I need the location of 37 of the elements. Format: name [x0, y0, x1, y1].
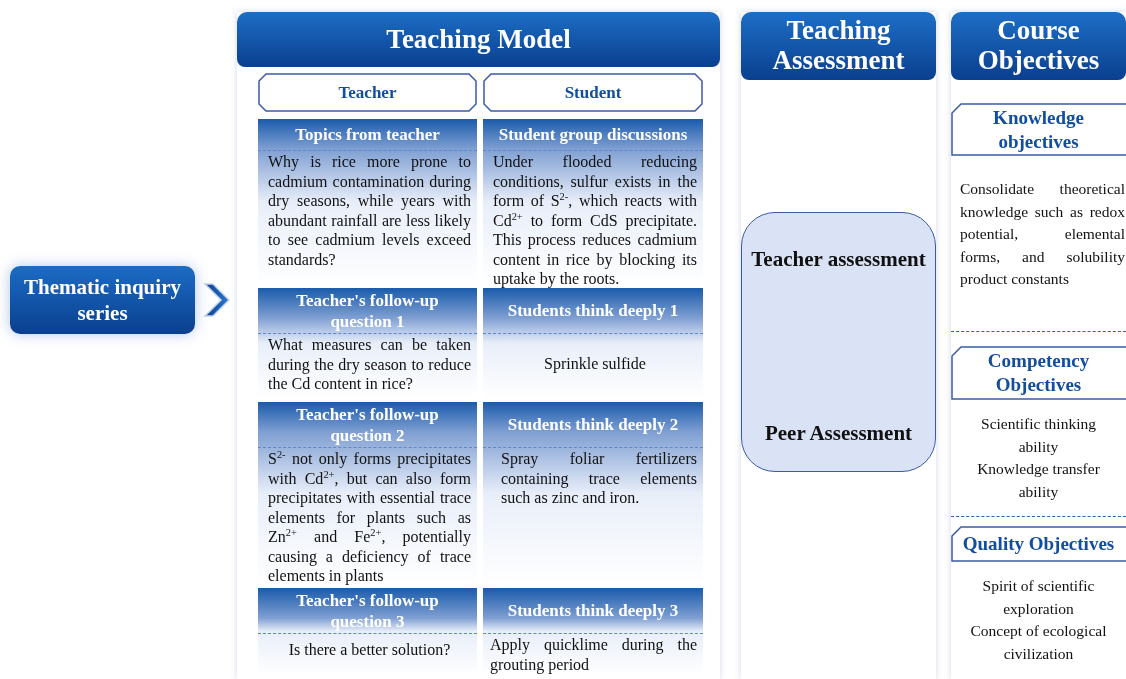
card-text: Is there a better solution?	[287, 640, 452, 660]
column-panel	[741, 12, 936, 679]
column-panel	[237, 12, 720, 679]
column-heading: Teaching Model	[237, 12, 720, 67]
objective-tab: Knowledge objectives	[951, 103, 1126, 156]
card-title: Students think deeply 2	[506, 414, 680, 436]
role-header: Teacher	[258, 73, 477, 112]
column-heading: Teaching Assessment	[741, 12, 936, 80]
objective-tab: Competency Objectives	[951, 346, 1126, 400]
card-text: What measures can be taken during the dry season to reduce the Cd content in rice?	[268, 335, 471, 394]
card-title: Teacher's follow-up question 2	[295, 403, 440, 447]
objective-tab: Quality Objectives	[951, 526, 1126, 562]
card-title: Student group discussions	[497, 124, 689, 146]
card-title: Teacher's follow-up question 1	[295, 289, 440, 333]
objective-text: Spirit of scientific exploration Concept of ecological civilization	[969, 576, 1108, 664]
answer-card	[483, 588, 703, 675]
card-text: Why is rice more prone to cadmium contamination during dry seasons, while years with abundant rainfall are less likely to see cadmium levels exceed standards?	[268, 152, 471, 269]
column-heading: Course Objectives	[951, 12, 1126, 80]
chevron-arrow	[203, 283, 231, 317]
card-text: Under flooded reducing conditions, sulfur exists in the form of S$^{2-}$, which reacts with Cd$^{2+}$ to form CdS precipitate. This process reduces cadmium content in rice by blocking its uptake by the roots.	[493, 152, 697, 289]
topic-box: Thematic inquiry series	[10, 266, 195, 334]
column-panel	[951, 12, 1126, 679]
card-text: S$^{2-}$ not only forms precipitates with Cd$^{2+}$, but can also form precipitates with essential trace elements for plants such as Zn$^{2+}$ and Fe$^{2+}$, potentially causing a deficiency of trace elements in plants	[268, 449, 471, 586]
assessment-label: Peer Assessment	[763, 421, 914, 446]
objective-text: Scientific thinking ability Knowledge transfer ability	[976, 414, 1101, 502]
assessment-box	[741, 212, 936, 472]
card-title: Topics from teacher	[294, 124, 441, 146]
card-title: Students think deeply 3	[506, 600, 680, 622]
assessment-label: Teacher assessment	[750, 247, 927, 272]
card-text: Sprinkle sulfide	[543, 354, 647, 374]
card-text: Spray foliar fertilizers containing trace elements such as zinc and iron.	[501, 449, 697, 508]
objective-text: Consolidate theoretical knowledge such as redox potential, elemental forms, and solubility product constants	[960, 179, 1125, 289]
card-text: Apply quicklime during the grouting period	[490, 635, 697, 674]
role-header: Student	[483, 73, 703, 112]
question-card	[258, 402, 477, 585]
card-title: Teacher's follow-up question 3	[295, 589, 440, 633]
card-title: Students think deeply 1	[506, 300, 680, 322]
